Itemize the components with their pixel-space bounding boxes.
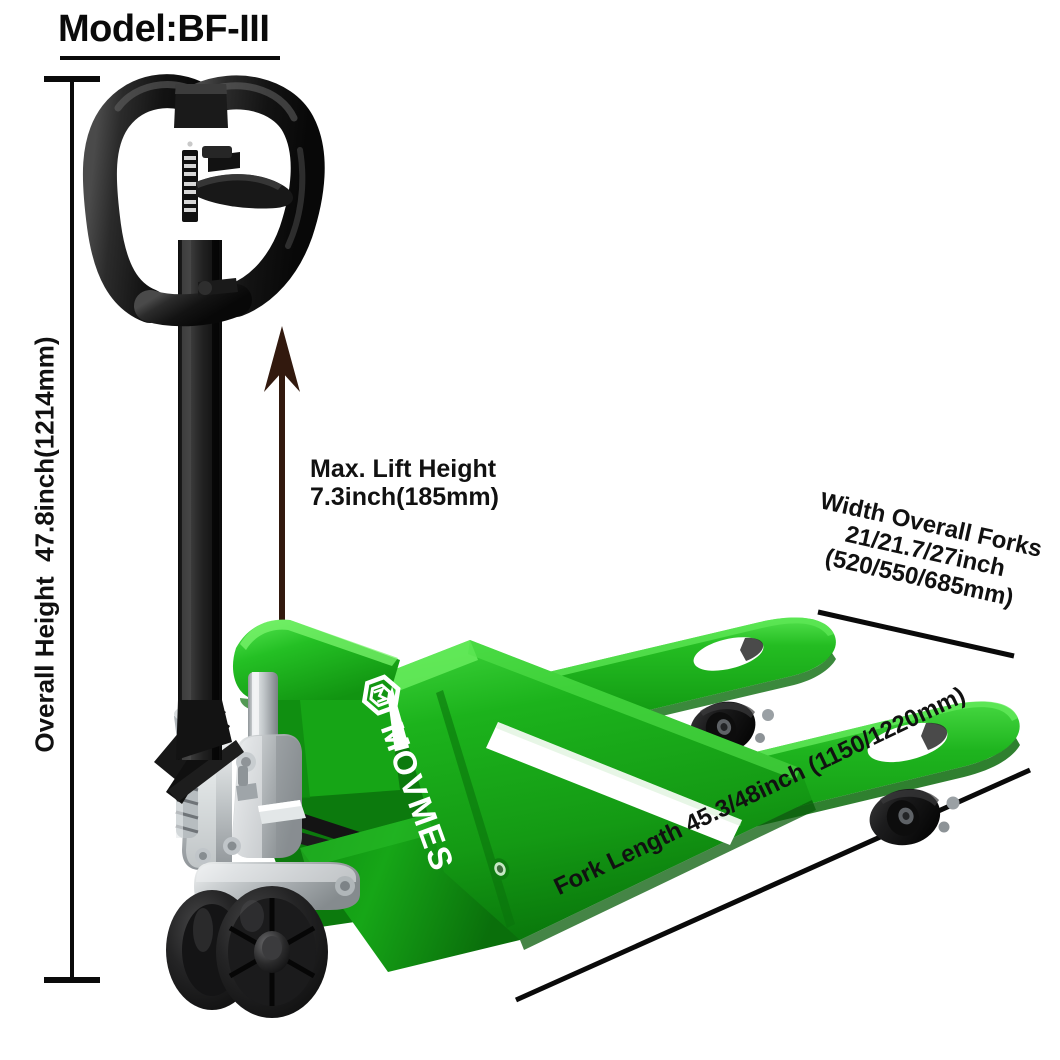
page-title: Model:BF-III xyxy=(58,8,270,50)
max-lift-height-arrow xyxy=(264,326,300,650)
fork-length-dimension-line xyxy=(514,767,1032,1003)
width-overall-forks-dimension-line xyxy=(817,609,1015,659)
page-title-underline xyxy=(60,56,280,60)
overall-height-dimension-line xyxy=(44,76,100,983)
steer-wheels xyxy=(166,886,328,1018)
tiller-mast xyxy=(154,141,244,804)
green-chassis-body xyxy=(232,619,816,972)
max-lift-height-annotation: Max. Lift Height 7.3inch(185mm) xyxy=(310,455,499,511)
hexagon-m-logo-icon xyxy=(361,674,401,716)
overall-height-annotation: Overall Height 47.8inch(1214mm) xyxy=(29,336,60,753)
front-fork-load-roller xyxy=(869,788,960,846)
tiller-handle xyxy=(82,74,325,327)
mast-warning-decal xyxy=(182,141,198,222)
